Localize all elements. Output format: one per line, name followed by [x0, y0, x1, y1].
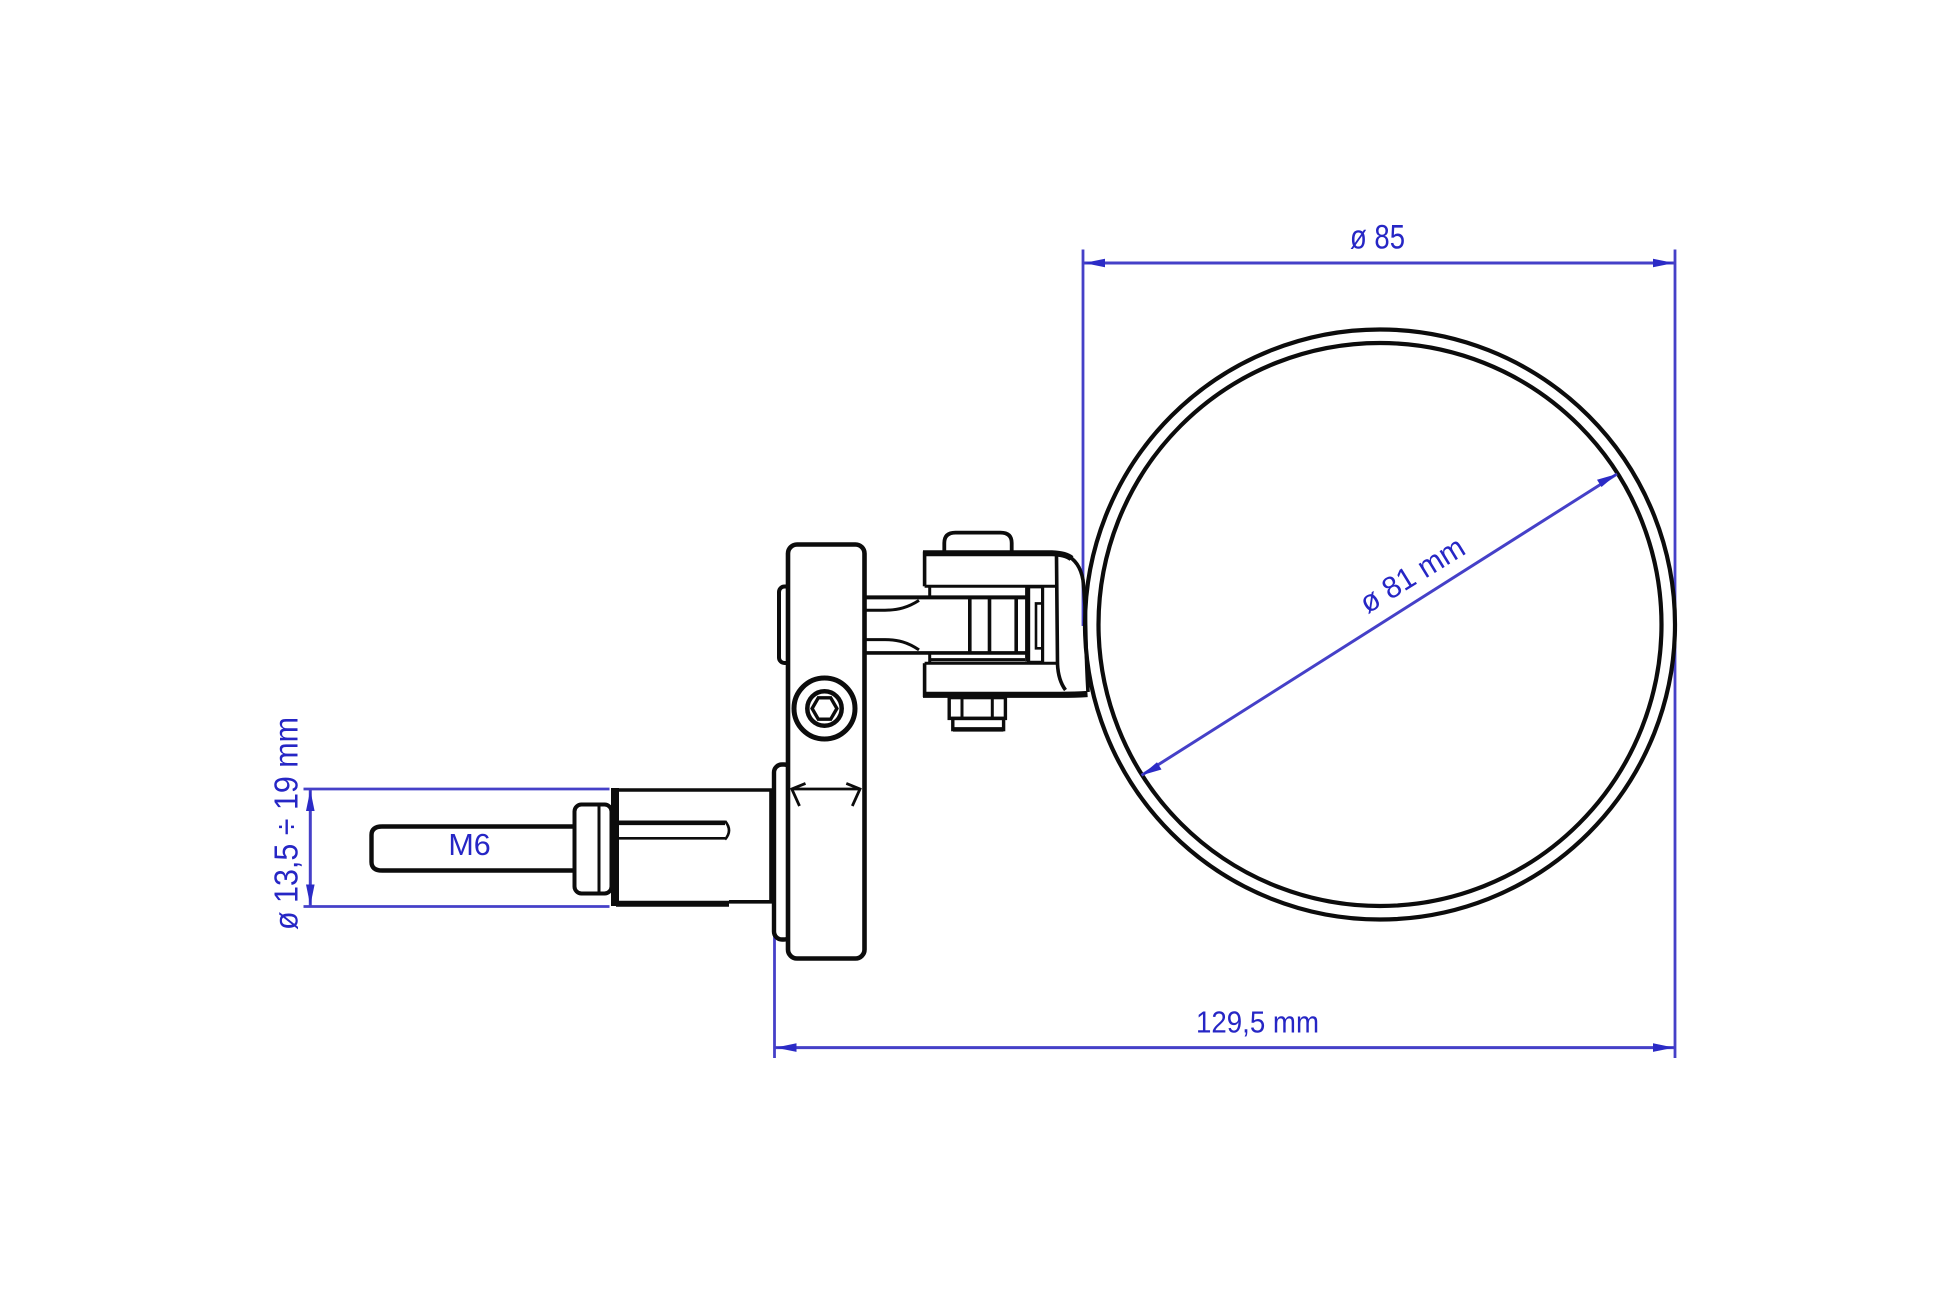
svg-text:ø 85: ø 85 [1350, 219, 1405, 257]
svg-text:129,5 mm: 129,5 mm [1196, 1006, 1319, 1040]
svg-text:ø 13,5 ÷ 19 mm: ø 13,5 ÷ 19 mm [268, 717, 305, 930]
svg-text:M6: M6 [448, 828, 490, 862]
